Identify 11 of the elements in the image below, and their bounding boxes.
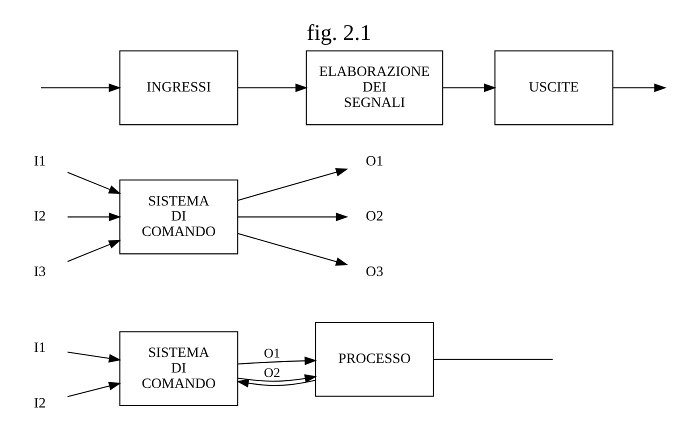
node-text: I2 [34,394,46,411]
node-text: I2 [34,208,46,224]
node-text: O1 [366,152,384,169]
node-text: I3 [34,264,46,280]
node-text: I1 [34,152,46,169]
edge-label: O2 [264,364,280,380]
node-text: O3 [366,264,384,280]
edge-label: O1 [264,345,280,360]
diagram-title: fig. 2.1 [306,20,372,45]
node-text: I1 [34,339,46,356]
node-text: O2 [366,208,384,224]
